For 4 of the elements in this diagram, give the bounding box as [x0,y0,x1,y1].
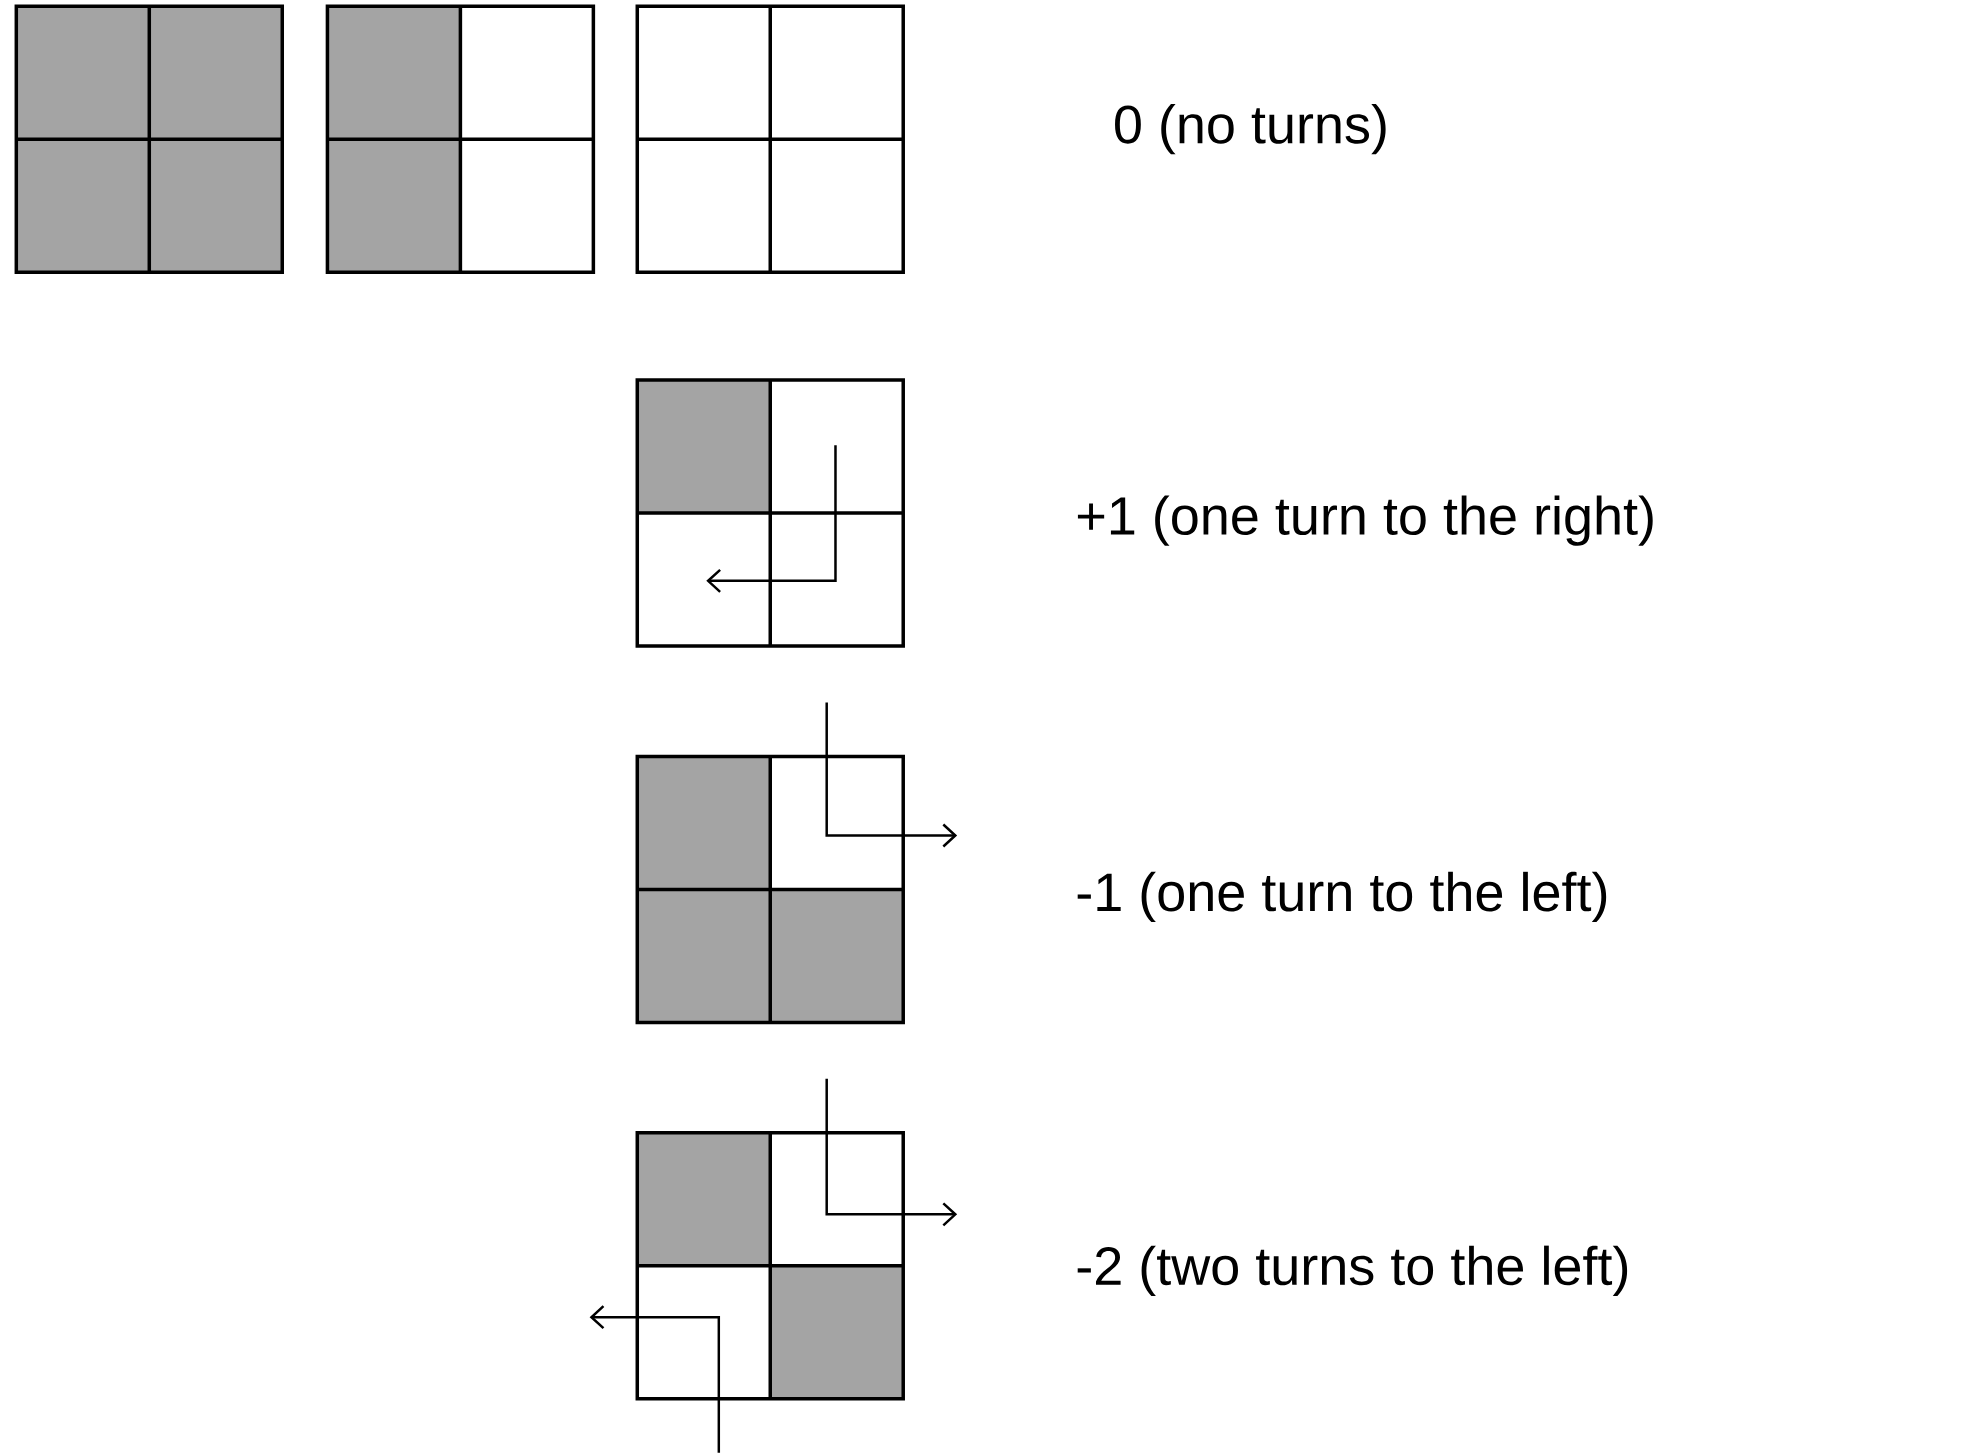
turn-label: -2 (two turns to the left) [1077,1245,1628,1296]
turn-label: +1 (one turn to the right) [1077,495,1653,546]
turn-label: -1 (one turn to the left) [1077,871,1607,923]
turn-label: 0 (no turns) [1115,104,1386,155]
